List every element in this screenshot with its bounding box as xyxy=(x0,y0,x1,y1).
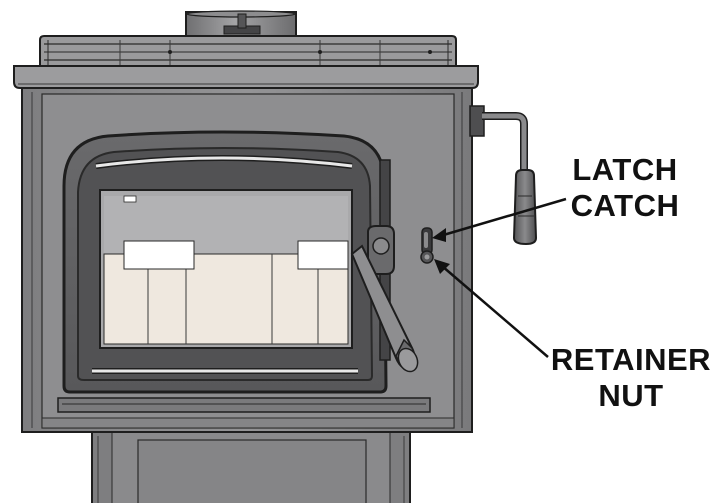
latch-catch-leader xyxy=(432,197,567,242)
top-heat-shield xyxy=(39,35,457,69)
latch-catch-label: LATCH CATCH xyxy=(555,152,695,224)
retainer-nut-label: RETAINER NUT xyxy=(536,342,726,414)
latch-catch-label-line2: CATCH xyxy=(570,188,680,223)
retainer-nut-leader xyxy=(434,259,549,358)
retainer-nut xyxy=(420,250,434,264)
stove-top-plate xyxy=(13,65,479,89)
pedestal-base xyxy=(91,429,411,503)
retainer-nut-label-line1: RETAINER xyxy=(550,342,712,377)
retainer-nut-label-line2: NUT xyxy=(598,378,664,413)
latch-catch xyxy=(421,227,433,255)
door-glass xyxy=(99,189,353,349)
latch-catch-label-line1: LATCH xyxy=(572,152,678,187)
door-handle xyxy=(350,225,419,373)
